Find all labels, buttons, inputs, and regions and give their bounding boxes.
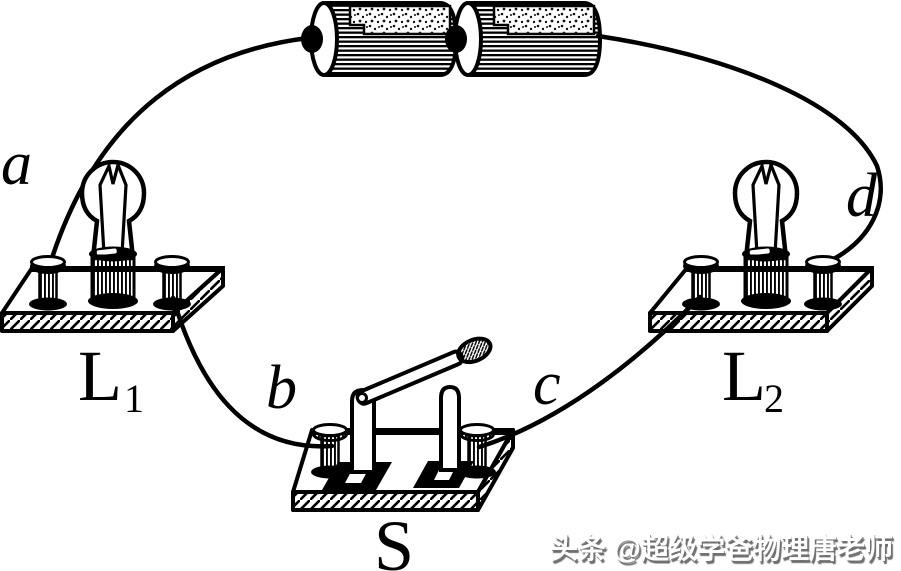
- label-lamp2-subscript: 2: [764, 376, 784, 421]
- battery-pack: [299, 1, 602, 77]
- battery-cell-1: [299, 1, 458, 77]
- wire-battery-to-d: [595, 33, 883, 266]
- label-terminal-c: c: [533, 350, 561, 418]
- label-terminal-b: b: [266, 354, 297, 422]
- label-lamp1-subscript: 1: [124, 376, 144, 421]
- wire-switch-to-l2-c: [476, 294, 703, 450]
- lamp2-bulb: [735, 162, 797, 309]
- label-terminal-a: a: [1, 130, 32, 198]
- label-switch: S: [374, 506, 414, 571]
- switch-pivot-pin: [356, 392, 368, 404]
- switch-lever: [355, 336, 493, 406]
- wire-l1-to-switch-b: [170, 295, 335, 449]
- label-lamp2: L: [722, 336, 766, 416]
- label-lamp1: L: [78, 336, 122, 416]
- battery-cell-2: [443, 1, 602, 77]
- lamp1-bulb: [82, 162, 144, 309]
- label-terminal-d: d: [846, 162, 878, 230]
- watermark-text: 头条 @超级学爸物理唐老师: [549, 533, 893, 564]
- switch-mechanism: [322, 336, 493, 490]
- wire-battery-to-a: [49, 35, 311, 261]
- switch-contact-clip: [439, 384, 461, 472]
- switch-handle: [456, 336, 493, 365]
